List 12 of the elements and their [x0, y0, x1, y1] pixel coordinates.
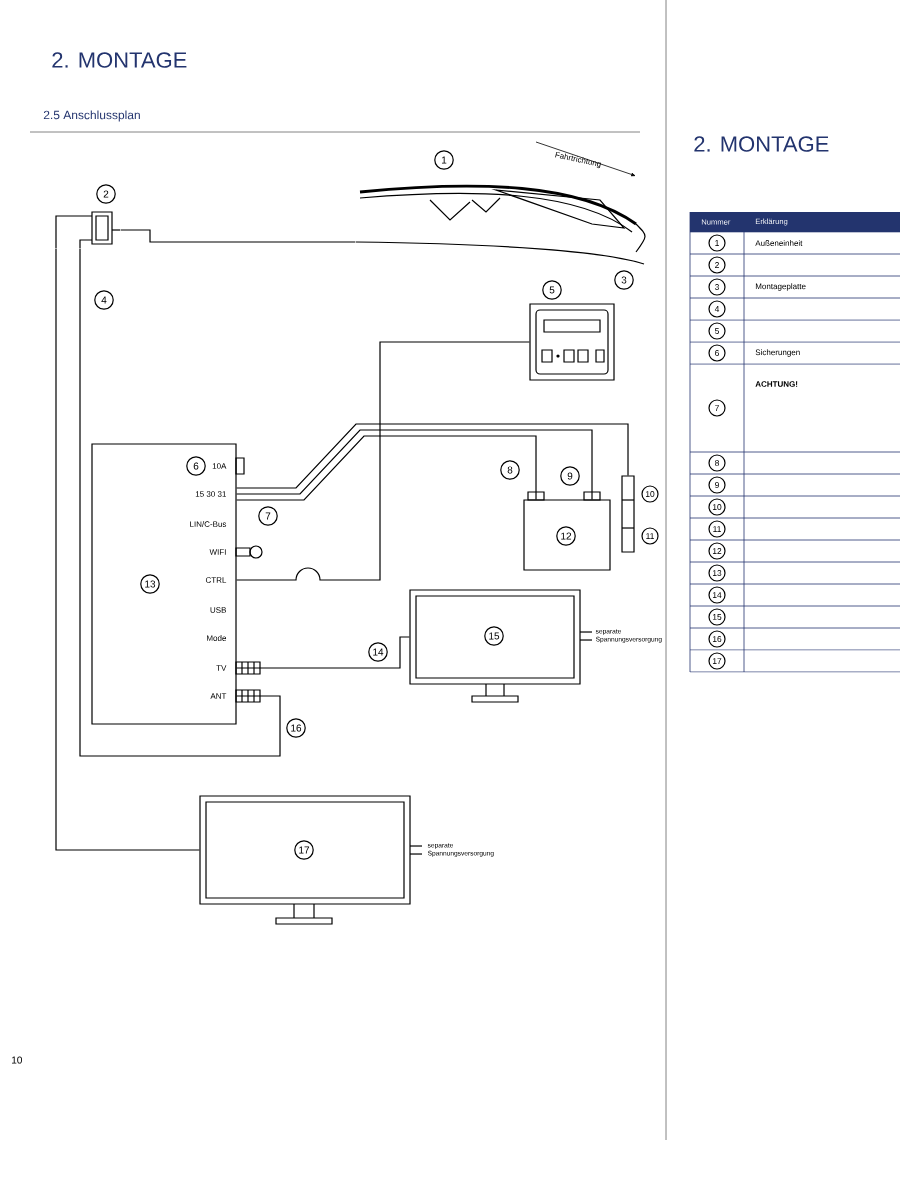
cable — [236, 423, 629, 489]
cable — [236, 636, 410, 669]
outdoor-unit-drawing — [355, 184, 646, 265]
control-panel-drawing — [529, 303, 615, 381]
page-heading: 2. MONTAGE — [52, 52, 187, 68]
angle-connector-drawing — [55, 211, 121, 249]
cable — [236, 341, 530, 581]
cable — [236, 429, 593, 500]
cable — [120, 229, 356, 243]
cable — [236, 435, 537, 501]
page-heading: 2. MONTAGE — [694, 136, 829, 152]
terminal-drawing — [621, 475, 635, 553]
